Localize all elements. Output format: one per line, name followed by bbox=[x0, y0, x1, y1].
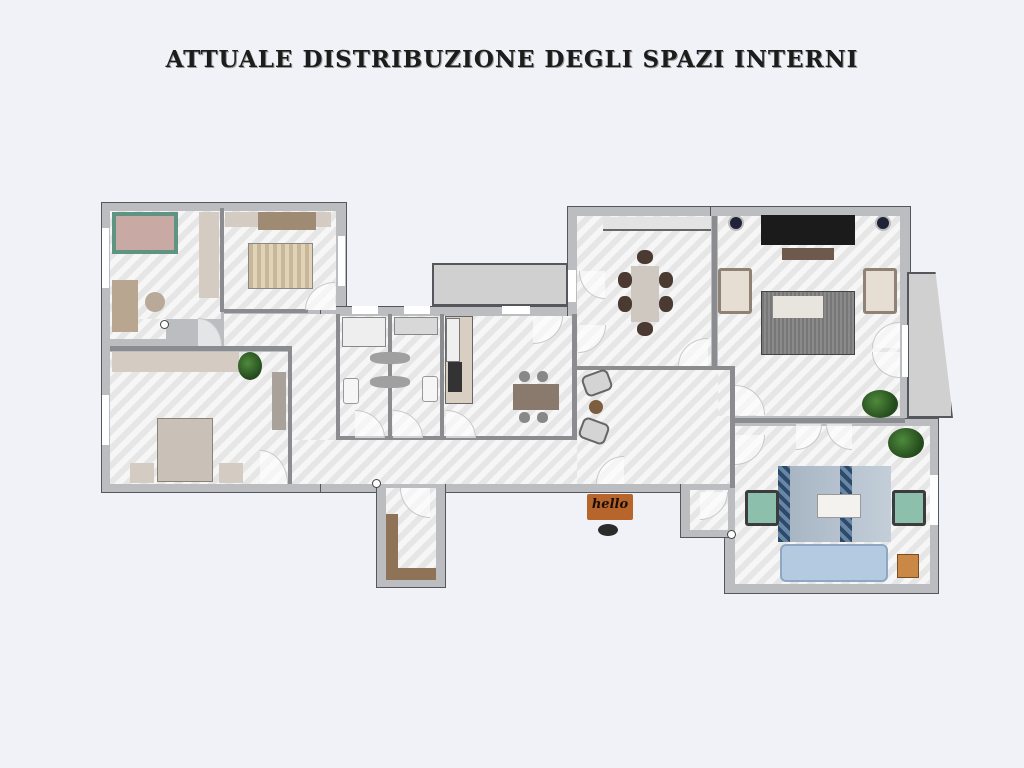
wall-segment bbox=[336, 436, 572, 440]
bathtub bbox=[342, 317, 386, 347]
dining-chair bbox=[618, 296, 632, 312]
wall-segment bbox=[440, 314, 444, 440]
plant-icon bbox=[238, 352, 262, 380]
doormat: hello bbox=[587, 494, 633, 520]
window bbox=[502, 306, 530, 314]
armchair bbox=[863, 268, 897, 314]
nightstand-right bbox=[219, 463, 243, 483]
wardrobe bbox=[199, 212, 219, 298]
window bbox=[902, 325, 908, 377]
window bbox=[404, 306, 430, 314]
double-bed bbox=[157, 418, 213, 482]
window bbox=[930, 475, 938, 525]
wall-segment bbox=[224, 309, 308, 313]
side-table bbox=[589, 400, 603, 414]
dining-chair bbox=[537, 371, 548, 382]
wardrobe-master bbox=[112, 352, 239, 372]
wall-segment bbox=[288, 349, 292, 484]
armchair bbox=[745, 490, 779, 526]
toilet bbox=[370, 352, 410, 364]
wall-segment bbox=[712, 216, 717, 366]
dining-table bbox=[631, 266, 659, 322]
bed-headboard bbox=[258, 212, 316, 230]
column-marker bbox=[727, 530, 736, 539]
speaker-icon bbox=[728, 215, 744, 231]
column-marker bbox=[160, 320, 169, 329]
column-marker bbox=[372, 479, 381, 488]
desk-chair bbox=[145, 292, 165, 312]
armchair bbox=[892, 490, 926, 526]
wall-segment bbox=[735, 418, 905, 423]
window bbox=[338, 236, 345, 286]
page-title: ATTUALE DISTRIBUZIONE DEGLI SPAZI INTERN… bbox=[165, 46, 859, 73]
coffee-table bbox=[817, 494, 861, 518]
armchair bbox=[718, 268, 752, 314]
shower bbox=[394, 317, 438, 335]
umbrella-stand bbox=[598, 524, 618, 536]
dining-chair bbox=[637, 322, 653, 336]
kitchen-table bbox=[513, 384, 559, 410]
piano bbox=[761, 215, 855, 245]
wall-segment bbox=[730, 366, 735, 488]
stove bbox=[448, 362, 462, 392]
rug-zigzag bbox=[778, 466, 790, 542]
bidet bbox=[370, 376, 410, 388]
sink bbox=[343, 378, 359, 404]
dining-chair bbox=[537, 412, 548, 423]
side-table bbox=[897, 554, 919, 578]
dining-chair bbox=[519, 371, 530, 382]
wall-segment bbox=[110, 346, 292, 351]
window bbox=[102, 228, 109, 288]
sink bbox=[422, 376, 438, 402]
plant-icon bbox=[888, 428, 924, 458]
nightstand-left bbox=[130, 463, 154, 483]
wall-segment bbox=[336, 314, 340, 440]
piano-bench bbox=[782, 248, 834, 260]
window bbox=[352, 306, 378, 314]
wall-segment bbox=[572, 314, 577, 440]
coffee-table bbox=[773, 296, 823, 318]
plant-icon bbox=[862, 390, 898, 418]
dining-chair bbox=[659, 272, 673, 288]
wall-segment bbox=[220, 208, 224, 312]
desk bbox=[112, 280, 138, 332]
dining-chair bbox=[519, 412, 530, 423]
balcony-east bbox=[907, 272, 953, 418]
sideboard bbox=[603, 217, 711, 231]
speaker-icon bbox=[875, 215, 891, 231]
striped-rug bbox=[248, 243, 313, 289]
dining-chair bbox=[659, 296, 673, 312]
wall-segment bbox=[577, 366, 730, 370]
dining-chair bbox=[618, 272, 632, 288]
laundry-counter-bottom bbox=[386, 568, 436, 580]
window bbox=[102, 395, 109, 445]
fridge bbox=[446, 318, 460, 362]
dresser bbox=[272, 372, 286, 430]
sofa bbox=[780, 544, 888, 582]
dining-chair bbox=[637, 250, 653, 264]
single-bed-pink bbox=[112, 212, 178, 254]
window bbox=[568, 270, 576, 302]
laundry-counter bbox=[386, 514, 398, 580]
balcony-north bbox=[432, 263, 568, 306]
